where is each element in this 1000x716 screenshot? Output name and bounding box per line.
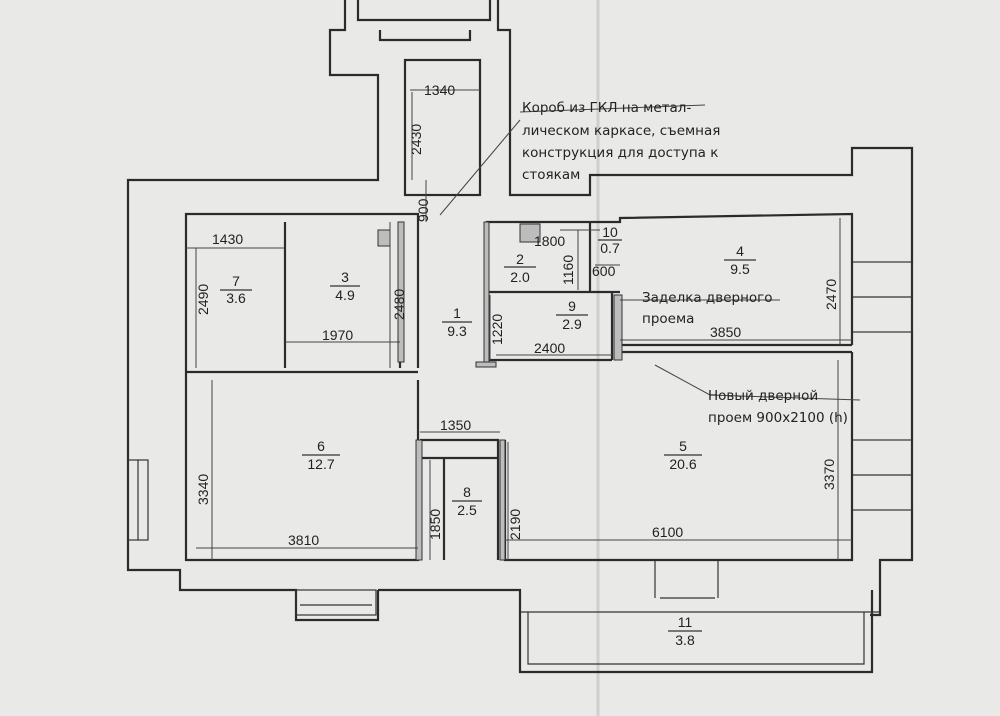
dim-2490: 2490 [195, 284, 211, 315]
dim-2470: 2470 [823, 279, 839, 310]
dim-3370: 3370 [821, 459, 837, 490]
room-label-10: 10 0.7 [598, 224, 622, 256]
dim-1800: 1800 [534, 233, 565, 249]
dim-3340: 3340 [195, 474, 211, 505]
svg-text:1: 1 [453, 305, 461, 321]
dim-3850: 3850 [710, 324, 741, 340]
dim-2190: 2190 [507, 509, 523, 540]
svg-text:лическом каркасе, съемная: лическом каркасе, съемная [522, 123, 720, 139]
svg-text:4.9: 4.9 [335, 287, 355, 303]
room-label-6: 6 12.7 [302, 438, 340, 472]
svg-text:9.5: 9.5 [730, 261, 750, 277]
room-label-9: 9 2.9 [556, 298, 588, 332]
dim-1850: 1850 [427, 509, 443, 540]
svg-text:конструкция для доступа к: конструкция для доступа к [522, 145, 718, 161]
interior-walls [184, 58, 854, 562]
svg-text:2.0: 2.0 [510, 269, 530, 285]
windows [127, 261, 913, 616]
dim-1340: 1340 [424, 82, 455, 98]
dim-1220: 1220 [489, 314, 505, 345]
svg-text:2.5: 2.5 [457, 502, 477, 518]
hatched-partitions [377, 221, 623, 561]
dim-2480: 2480 [391, 289, 407, 320]
svg-text:3: 3 [341, 269, 349, 285]
dim-2430: 2430 [408, 124, 424, 155]
dim-900: 900 [415, 198, 431, 222]
svg-text:12.7: 12.7 [307, 456, 334, 472]
svg-text:проема: проема [642, 311, 694, 327]
svg-text:4: 4 [736, 243, 744, 259]
leader-lines [439, 104, 861, 401]
dim-1430: 1430 [212, 231, 243, 247]
room-label-5: 5 20.6 [664, 438, 702, 472]
svg-text:Заделка дверного: Заделка дверного [642, 290, 773, 306]
room-label-11: 11 3.8 [668, 614, 702, 648]
note-new-door: Новый дверной проем 900х2100 (h) [708, 388, 848, 426]
svg-text:9: 9 [568, 298, 576, 314]
svg-text:проем 900х2100 (h): проем 900х2100 (h) [708, 410, 848, 426]
svg-text:10: 10 [602, 224, 618, 240]
dim-6100: 6100 [652, 524, 683, 540]
dim-2400: 2400 [534, 340, 565, 356]
svg-text:стоякам: стоякам [522, 167, 580, 183]
svg-text:7: 7 [232, 273, 240, 289]
room-label-7: 7 3.6 [220, 273, 252, 306]
svg-text:2: 2 [516, 251, 524, 267]
svg-text:11: 11 [678, 614, 693, 630]
dim-3810: 3810 [288, 532, 319, 548]
svg-text:3.6: 3.6 [226, 290, 246, 306]
svg-text:2.9: 2.9 [562, 316, 582, 332]
svg-text:0.7: 0.7 [600, 240, 620, 256]
dim-1970: 1970 [322, 327, 353, 343]
dimension-lines [186, 89, 852, 560]
svg-text:8: 8 [463, 484, 471, 500]
note-gkl-box: Короб из ГКЛ на метал- лическом каркасе,… [522, 100, 720, 183]
svg-text:3.8: 3.8 [675, 632, 695, 648]
svg-text:Новый дверной: Новый дверной [708, 388, 818, 404]
note-door-seal: Заделка дверного проема [642, 290, 773, 327]
svg-text:5: 5 [679, 438, 687, 454]
room-label-8: 8 2.5 [452, 484, 482, 518]
svg-text:6: 6 [317, 438, 325, 454]
room-label-3: 3 4.9 [330, 269, 360, 303]
room-label-2: 2 2.0 [504, 251, 536, 285]
outer-walls [126, 0, 914, 674]
dim-1350: 1350 [440, 417, 471, 433]
room-label-1: 1 9.3 [442, 305, 472, 339]
svg-text:Короб из ГКЛ на метал-: Короб из ГКЛ на метал- [522, 100, 691, 116]
svg-text:20.6: 20.6 [669, 456, 696, 472]
dim-1160: 1160 [560, 255, 576, 285]
svg-text:9.3: 9.3 [447, 323, 467, 339]
room-label-4: 4 9.5 [724, 243, 756, 277]
dim-600: 600 [592, 263, 616, 279]
